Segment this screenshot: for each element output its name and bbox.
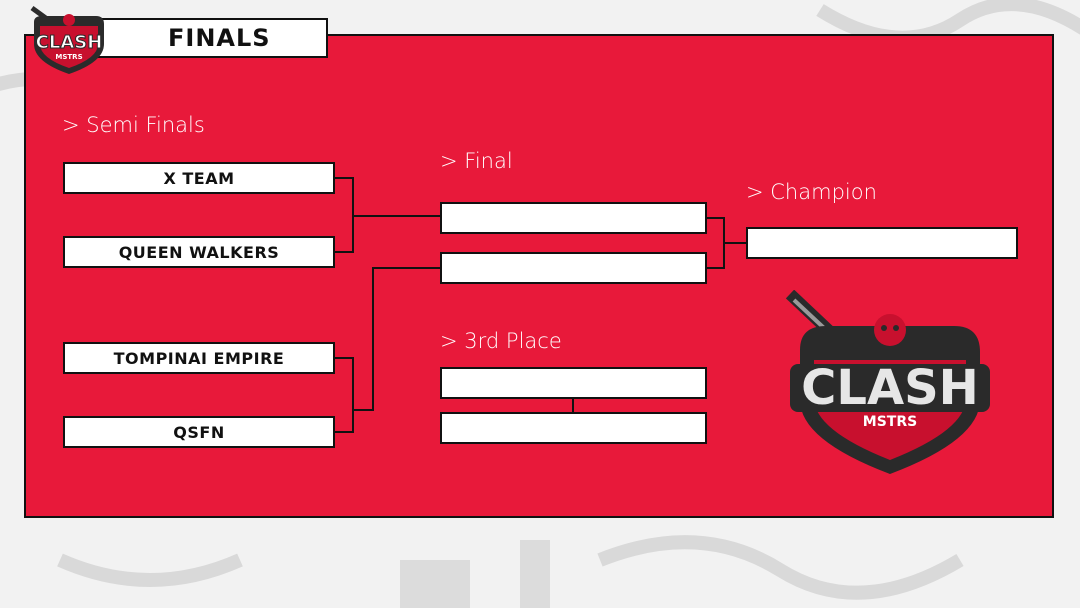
final-slot-2[interactable] xyxy=(440,252,707,284)
final-label: > Final xyxy=(440,149,513,173)
semi-slot-3[interactable]: TOMPINAI EMPIRE xyxy=(63,342,335,374)
semi-slot-4[interactable]: QSFN xyxy=(63,416,335,448)
third-place-slot-2[interactable] xyxy=(440,412,707,444)
third-place-slot-1[interactable] xyxy=(440,367,707,399)
semi-slot-2[interactable]: QUEEN WALKERS xyxy=(63,236,335,268)
clash-mstrs-logo-icon: CLASH MSTRS xyxy=(785,290,990,474)
logo-big-text: CLASH xyxy=(801,360,979,416)
clash-logo-icon: CLASH MSTRS xyxy=(30,5,104,74)
final-slot-1[interactable] xyxy=(440,202,707,234)
champion-slot[interactable] xyxy=(746,227,1018,259)
third-place-label: > 3rd Place xyxy=(440,329,562,353)
logo-small-text: CLASH xyxy=(36,32,103,53)
page-title: FINALS xyxy=(168,24,271,52)
champion-label: > Champion xyxy=(746,180,877,204)
logo-big-sub: MSTRS xyxy=(863,414,917,430)
semi-finals-label: > Semi Finals xyxy=(62,113,205,137)
semi-slot-1[interactable]: X TEAM xyxy=(63,162,335,194)
logo-small-sub: MSTRS xyxy=(55,53,82,61)
